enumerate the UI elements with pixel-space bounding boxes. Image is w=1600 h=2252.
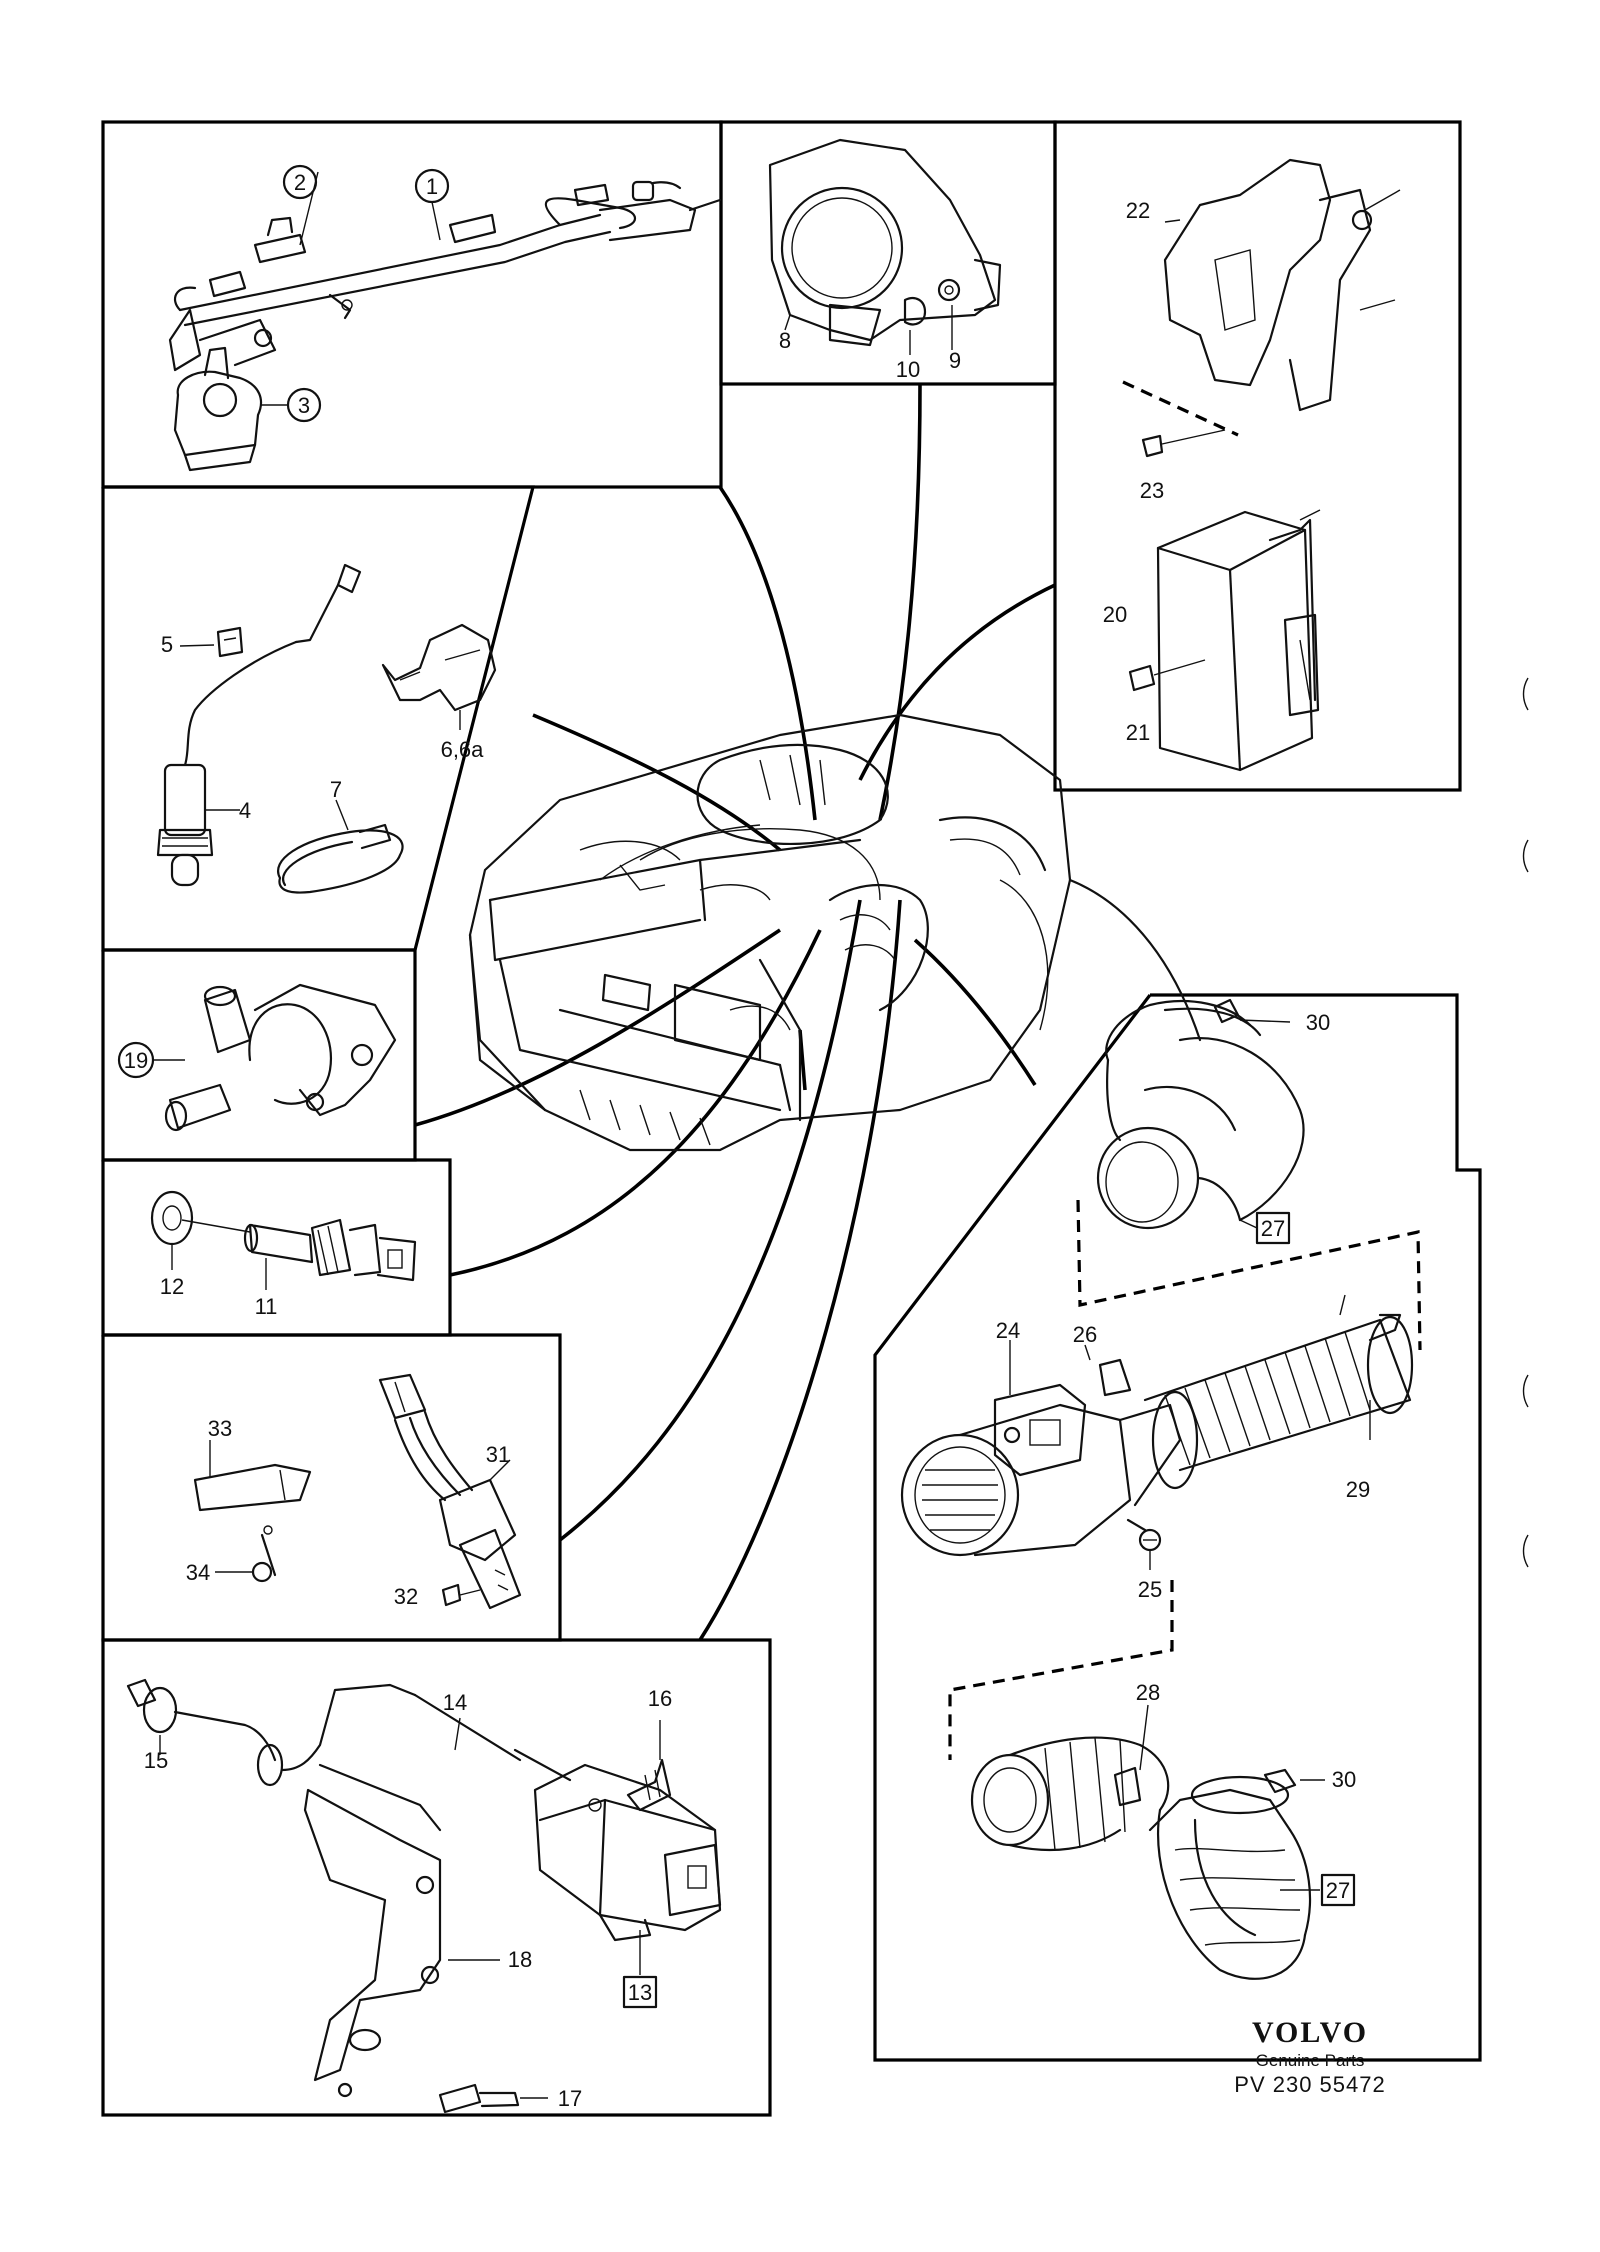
connector-31 [378,1373,522,1610]
callout-3: 3 [286,387,322,423]
intake-hose-lower [970,1704,1325,1980]
callout-28: 28 [1136,1680,1160,1705]
callout-2: 2 [282,164,318,200]
screw-25 [1126,1518,1162,1570]
callout-8: 8 [779,328,791,353]
car-engine-bay [468,713,1202,1152]
brand-tagline: Genuine Parts [1256,2051,1365,2070]
callout-2-label: 2 [294,170,306,195]
callout-24: 24 [996,1318,1020,1343]
callout-6: 6,6a [441,737,485,762]
clip-5 [179,626,244,658]
callout-22: 22 [1126,198,1150,223]
fuel-rail-assembly [168,171,722,472]
leader-lines [414,383,1056,1641]
control-unit-8 [768,138,1002,355]
callout-25: 25 [1138,1577,1162,1602]
callout-14: 14 [443,1690,467,1715]
callout-26: 26 [1073,1322,1097,1347]
callout-27b: 27 [1320,1873,1356,1907]
callout-27a: 27 [1239,1211,1291,1245]
bracket-dash [1122,380,1239,437]
callout-31: 31 [486,1442,510,1467]
callout-18: 18 [508,1947,532,1972]
callout-1-label: 1 [426,174,438,199]
callout-17: 17 [558,2086,582,2111]
callout-11: 11 [255,1294,278,1319]
callout-15: 15 [144,1748,168,1773]
callout-13: 13 [622,1975,658,2009]
bracket-33 [193,1440,312,1583]
temp-sensor-11 [150,1190,417,1290]
callout-33: 33 [208,1416,232,1441]
callout-29: 29 [1346,1477,1370,1502]
callout-12: 12 [160,1274,184,1299]
panel-frames [101,120,1482,2117]
brand-logo: VOLVO [1252,2016,1368,2049]
intake-dash-upper [1076,1199,1422,1351]
callout-27b-label: 27 [1326,1878,1350,1903]
oxygen-sensor-4 [156,563,362,887]
callout-5: 5 [161,632,173,657]
callout-16: 16 [648,1686,672,1711]
callout-10: 10 [896,357,920,382]
callout-9: 9 [949,348,961,373]
bracket-22 [1163,158,1401,412]
callout-23: 23 [1140,478,1164,503]
bellows-hose-29 [1143,1294,1414,1472]
callout-21: 21 [1126,720,1150,745]
footer: VOLVO Genuine Parts PV 230 55472 [1234,2016,1385,2097]
callout-13-label: 13 [628,1980,652,2005]
callout-32: 32 [394,1584,418,1609]
strap-7 [277,799,404,894]
screw-23 [1141,429,1226,458]
knock-sensor-assembly [126,1678,722,2114]
intake-dash-lower [948,1580,1174,1760]
callout-19-label: 19 [124,1048,148,1073]
clamp-6 [381,623,497,730]
callout-30a: 30 [1306,1010,1330,1035]
part-code: PV 230 55472 [1234,2072,1385,2097]
idle-valve-19 [164,983,397,1132]
callout-4: 4 [239,798,251,823]
callout-30b: 30 [1332,1767,1356,1792]
callout-3-label: 3 [298,393,310,418]
callout-34: 34 [186,1560,210,1585]
callout-27a-label: 27 [1261,1216,1285,1241]
intake-hose-upper [1096,998,1305,1230]
callout-7: 7 [330,777,342,802]
callout-19: 19 [117,1041,185,1079]
air-mass-meter-24 [900,1340,1199,1557]
ecu-20 [1128,509,1321,772]
callout-20: 20 [1103,602,1127,627]
margin-marks [1522,677,1529,1568]
callout-1: 1 [414,168,450,204]
